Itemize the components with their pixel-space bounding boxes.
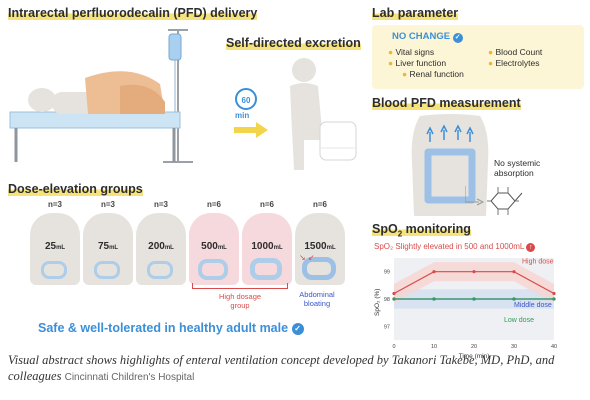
delivery-title: Intrarectal perfluorodecalin (PFD) deliv… <box>8 6 258 20</box>
series-label: Middle dose <box>514 302 552 309</box>
colon-icon <box>41 261 67 279</box>
spo2-note: SpO₂ Slightly elevated in 500 and 1000mL… <box>374 242 536 252</box>
lab-item: ● Liver function <box>388 58 447 68</box>
timer-value: 60 <box>241 96 251 105</box>
dose-value: 75 <box>97 241 110 252</box>
x-tick-label: 40 <box>551 344 557 350</box>
body-silhouette: 75mL <box>83 213 133 285</box>
lab-list-left: ● Vital signs ● Liver function ● Renal f… <box>388 47 464 80</box>
high-dose-bracket <box>192 283 288 289</box>
dose-group-n: n=6 <box>206 200 221 209</box>
patient-bed-illustration <box>9 29 193 163</box>
data-point <box>472 297 476 301</box>
data-point <box>512 270 516 274</box>
high-dose-note: High dosage group <box>218 292 262 310</box>
dose-unit: mL <box>164 245 174 251</box>
dose-unit: mL <box>109 245 119 251</box>
blood-note: No systemic absorption <box>494 158 541 178</box>
x-tick-label: 10 <box>431 344 437 350</box>
dose-group: n=3 200mL <box>136 200 186 285</box>
dose-group-n: n=6 <box>312 200 327 209</box>
dose-value: 1000 <box>251 241 274 252</box>
data-point <box>512 297 516 301</box>
up-arrow-circle-icon: ↑ <box>526 243 536 252</box>
timer-unit: min <box>235 111 250 120</box>
y-tick-label: 98 <box>384 297 390 303</box>
excretion-title: Self-directed excretion <box>226 36 361 50</box>
dose-title: Dose-elevation groups <box>8 182 143 196</box>
caption-credit: Cincinnati Children's Hospital <box>64 372 195 383</box>
dose-value: 500 <box>201 241 218 252</box>
torso-illustration <box>411 114 489 216</box>
lab-item: ● Blood Count <box>488 47 543 57</box>
spo2-chart: SpO₂ (%) Time (min) 99 98 97 0 10 20 30 40 High … <box>374 258 557 360</box>
y-tick-label: 97 <box>384 324 390 330</box>
data-point <box>432 270 436 274</box>
y-axis-label: SpO₂ (%) <box>374 289 381 316</box>
dose-group-high: n=6 1000mL <box>242 200 292 285</box>
no-change-badge: NO CHANGE ✓ <box>392 31 463 43</box>
timer-icon: 60 <box>235 88 257 110</box>
dose-group-n: n=3 <box>153 200 168 209</box>
dose-group-high: n=6 1500mL ↘ ↙ <box>295 200 345 285</box>
y-tick-label: 99 <box>384 270 390 276</box>
data-point <box>392 291 396 296</box>
bloating-note: Abdominal bloating <box>299 290 335 308</box>
series-label: Low dose <box>504 317 534 324</box>
x-axis-label: Time (min) <box>459 353 490 360</box>
dose-unit: mL <box>326 245 336 251</box>
x-tick-label: 20 <box>471 344 477 350</box>
dose-unit: mL <box>56 245 66 251</box>
dose-value: 1500 <box>304 241 327 252</box>
data-point <box>472 270 476 274</box>
dose-value: 25 <box>44 241 57 252</box>
colon-icon <box>94 261 120 279</box>
check-circle-icon: ✓ <box>291 323 304 335</box>
body-silhouette: 500mL <box>189 213 239 285</box>
body-silhouette: 25mL <box>30 213 80 285</box>
data-point <box>552 297 556 301</box>
dose-group: n=3 75mL <box>83 200 133 285</box>
lab-item: ● Vital signs <box>388 47 435 57</box>
dose-unit: mL <box>273 245 283 251</box>
blood-title: Blood PFD measurement <box>372 96 521 110</box>
lab-box: NO CHANGE ✓ ● Vital signs ● Liver functi… <box>372 25 584 89</box>
bloating-arrows-icon: ↘ ↙ <box>299 253 315 262</box>
x-tick-label: 30 <box>511 344 517 350</box>
series-label: High dose <box>522 258 554 265</box>
molecule-illustration <box>465 186 523 215</box>
caption: Visual abstract shows highlights of ente… <box>8 353 555 383</box>
colon-icon <box>198 259 228 280</box>
lab-title: Lab parameter <box>372 6 459 20</box>
dose-group-list: n=3 25mL n=3 75mL n=3 200mL n=6 5 <box>30 200 345 310</box>
sitting-person-illustration <box>290 58 357 170</box>
check-circle-icon: ✓ <box>452 33 463 43</box>
data-point <box>552 291 556 296</box>
body-silhouette: 1000mL <box>242 213 292 285</box>
lab-item: ● Electrolytes <box>488 58 540 68</box>
dose-unit: mL <box>217 245 227 251</box>
dose-group-n: n=6 <box>259 200 274 209</box>
spo2-title: SpO2 monitoring <box>372 222 471 239</box>
colon-icon <box>302 257 336 280</box>
body-silhouette: 1500mL ↘ ↙ <box>295 213 345 285</box>
lab-item: ● Renal function <box>402 69 464 79</box>
dose-group-high: n=6 500mL <box>189 200 239 285</box>
colon-icon <box>250 258 282 280</box>
dose-group: n=3 25mL <box>30 200 80 285</box>
body-silhouette: 200mL <box>136 213 186 285</box>
data-point <box>432 297 436 301</box>
colon-icon <box>147 261 173 279</box>
data-point <box>392 297 396 301</box>
conclusion: Safe & well-tolerated in healthy adult m… <box>38 321 304 335</box>
dose-value: 200 <box>148 241 165 252</box>
dose-group-n: n=3 <box>100 200 115 209</box>
lab-list-right: ● Blood Count ● Electrolytes <box>488 47 542 69</box>
x-tick-label: 0 <box>392 344 395 350</box>
dose-group-n: n=3 <box>47 200 62 209</box>
right-arrow-icon <box>234 122 268 138</box>
